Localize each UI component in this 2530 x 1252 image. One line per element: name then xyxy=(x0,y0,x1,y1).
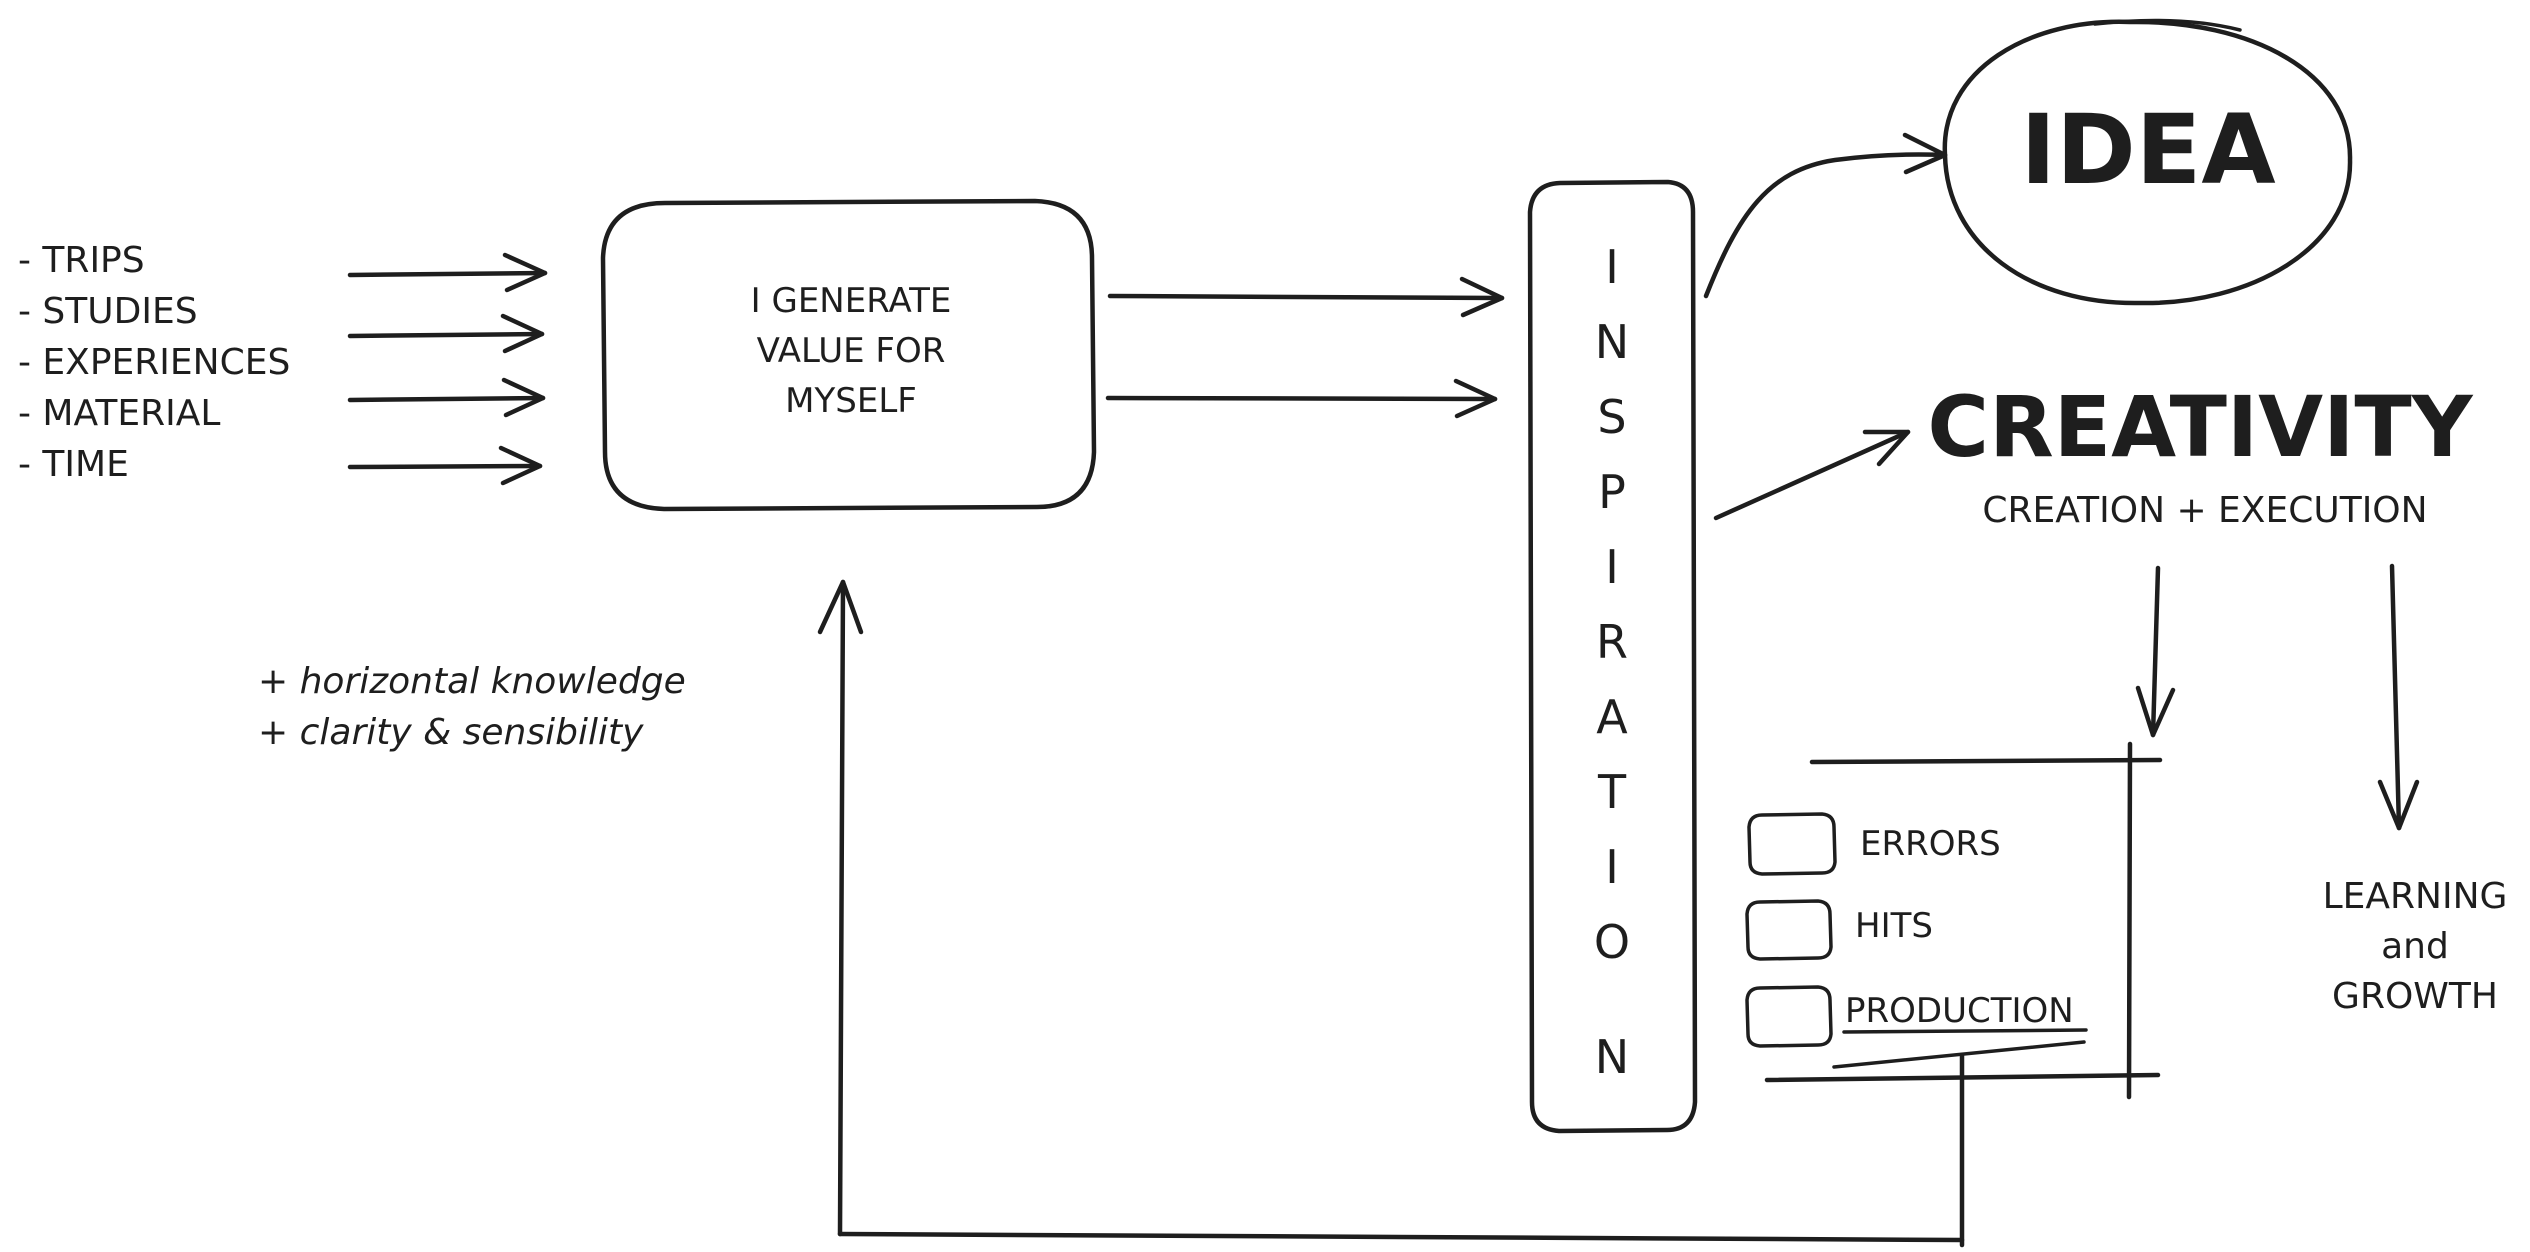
arrow-box-to-inspiration-bottom xyxy=(1105,378,1498,419)
checklist-label-production: PRODUCTION xyxy=(1845,991,2074,1031)
inspiration-letter-5: I xyxy=(1605,540,1619,594)
idea-ellipse: IDEA xyxy=(1942,18,2353,306)
arrow-trips xyxy=(347,252,548,293)
arrow-material xyxy=(347,445,543,486)
input-item-experiences: - EXPERIENCES xyxy=(18,342,290,383)
checklist-item-production: PRODUCTION xyxy=(1745,985,2088,1048)
learning-line-2: and xyxy=(2381,926,2449,967)
generate-box-line-3: MYSELF xyxy=(785,381,917,421)
inspiration-letter-11: N xyxy=(1595,1030,1629,1084)
input-arrows xyxy=(347,252,548,486)
checklist-item-hits: HITS xyxy=(1745,899,1933,961)
idea-label: IDEA xyxy=(2020,94,2275,206)
learning-growth: LEARNING and GROWTH xyxy=(2323,876,2508,1017)
generate-box-line-2: VALUE FOR xyxy=(757,331,946,371)
checklist: ERRORS HITS PRODUCTION xyxy=(1745,812,2088,1048)
checklist-item-errors: ERRORS xyxy=(1747,812,2001,876)
generate-box-line-1: I GENERATE xyxy=(751,281,952,321)
inspiration-letter-8: T xyxy=(1597,765,1627,819)
checkbox-errors xyxy=(1747,812,1837,876)
inspiration-letter-9: I xyxy=(1605,840,1619,894)
arrow-box-to-inspiration-top xyxy=(1107,276,1505,318)
arrow-experiences xyxy=(347,377,546,418)
inspiration-letters: I N S P I R A T I O N xyxy=(1594,240,1630,1084)
inspiration-letter-1: I xyxy=(1605,240,1619,294)
note-clarity-sensibility: + clarity & sensibility xyxy=(258,712,644,753)
creativity-block: CREATIVITY CREATION + EXECUTION xyxy=(1927,378,2473,531)
checklist-label-hits: HITS xyxy=(1855,906,1933,946)
input-item-studies: - STUDIES xyxy=(18,291,198,332)
input-item-trips: - TRIPS xyxy=(18,240,145,281)
inspiration-letter-3: S xyxy=(1597,390,1626,444)
checklist-label-errors: ERRORS xyxy=(1860,824,2001,864)
box-to-inspiration-arrows xyxy=(1105,276,1505,419)
arrow-execution-down xyxy=(2377,563,2420,831)
input-item-time: - TIME xyxy=(18,444,129,485)
checkbox-hits xyxy=(1745,899,1833,961)
inspiration-letter-10: O xyxy=(1594,915,1630,969)
inspiration-letter-2: N xyxy=(1595,315,1629,369)
arrow-inspiration-to-creativity xyxy=(1713,429,1911,521)
input-item-material: - MATERIAL xyxy=(18,393,220,434)
generate-value-box: I GENERATE VALUE FOR MYSELF xyxy=(600,198,1097,512)
input-list: - TRIPS - STUDIES - EXPERIENCES - MATERI… xyxy=(18,240,290,485)
inspiration-letter-7: A xyxy=(1596,690,1628,744)
inspiration-letter-6: R xyxy=(1596,615,1628,669)
arrow-inspiration-to-idea xyxy=(1703,132,1948,299)
creativity-subtitle: CREATION + EXECUTION xyxy=(1982,490,2427,531)
arrow-studies xyxy=(347,313,545,354)
creativity-title: CREATIVITY xyxy=(1927,378,2473,476)
inspiration-letter-4: P xyxy=(1598,465,1626,519)
learning-line-1: LEARNING xyxy=(2323,876,2508,917)
checklist-frame xyxy=(817,579,2163,1248)
learning-line-3: GROWTH xyxy=(2332,976,2498,1017)
notes: + horizontal knowledge + clarity & sensi… xyxy=(258,661,686,753)
inspiration-pill: I N S P I R A T I O N xyxy=(1527,179,1698,1134)
arrow-creation-down xyxy=(2135,565,2176,738)
checkbox-production xyxy=(1745,985,1833,1048)
note-horizontal-knowledge: + horizontal knowledge xyxy=(258,661,686,702)
